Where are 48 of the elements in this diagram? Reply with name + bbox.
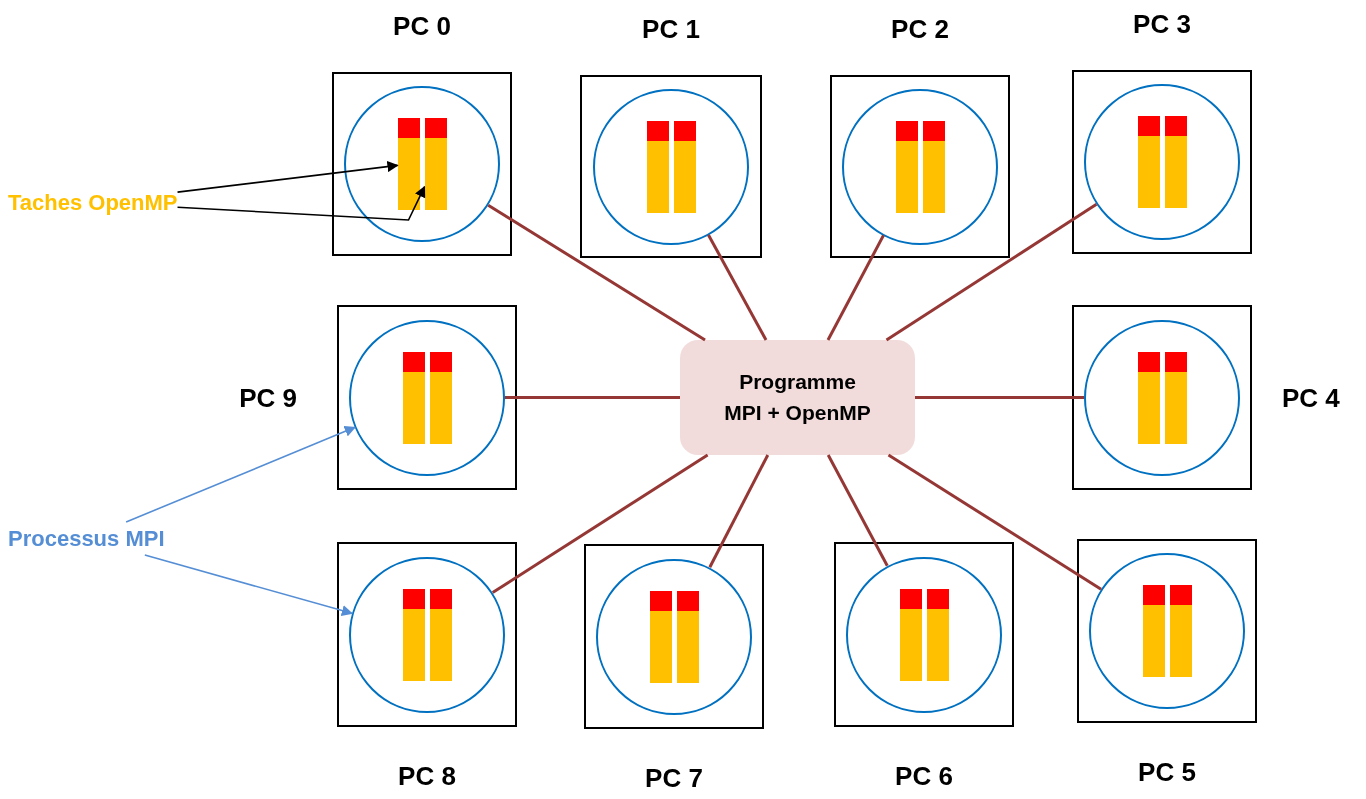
connector-line: [826, 234, 885, 341]
task-bar: [922, 120, 945, 213]
task-bar: [402, 351, 425, 444]
computer-label: PC 9: [239, 381, 297, 414]
task-bar: [1169, 585, 1192, 677]
connector-line: [915, 396, 1084, 399]
task-bar: [1164, 116, 1187, 208]
task-bar: [895, 120, 918, 213]
program-label: Programme MPI + OpenMP: [723, 369, 872, 426]
computer-label: PC 4: [1282, 381, 1340, 414]
task-bar: [424, 118, 447, 210]
task-bar: [429, 588, 452, 681]
computer-label: PC 2: [891, 13, 949, 46]
connector-line: [887, 453, 1102, 591]
annotation-label: Taches OpenMP: [8, 186, 178, 219]
computer-label: PC 1: [642, 13, 700, 46]
arrow: [176, 185, 426, 221]
task-bar: [402, 588, 425, 681]
arrow: [144, 554, 353, 616]
connector-line: [505, 396, 680, 399]
computer-label: PC 3: [1133, 8, 1191, 41]
program-box: [680, 340, 915, 455]
task-bar: [673, 120, 696, 213]
task-bar: [1142, 585, 1165, 677]
task-bar: [1137, 351, 1160, 444]
computer-label: PC 5: [1138, 756, 1196, 789]
task-bar: [649, 590, 672, 683]
connector-line: [885, 203, 1098, 342]
arrow: [176, 161, 399, 193]
connector-line: [826, 454, 889, 567]
task-bar: [429, 351, 452, 444]
task-bar: [926, 588, 949, 681]
computer-label: PC 7: [645, 762, 703, 795]
task-bar: [1137, 116, 1160, 208]
computer-label: PC 6: [895, 760, 953, 793]
connector-line: [487, 203, 706, 342]
task-bar: [676, 590, 699, 683]
task-bar: [646, 120, 669, 213]
annotation-label: Processus MPI: [8, 522, 165, 555]
computer-label: PC 0: [393, 10, 451, 43]
arrow: [125, 426, 356, 523]
connector-line: [707, 234, 768, 341]
task-bar: [1164, 351, 1187, 444]
task-bar: [397, 118, 420, 210]
connector-line: [708, 454, 770, 568]
task-bar: [899, 588, 922, 681]
connector-line: [491, 453, 709, 594]
computer-label: PC 8: [398, 760, 456, 793]
